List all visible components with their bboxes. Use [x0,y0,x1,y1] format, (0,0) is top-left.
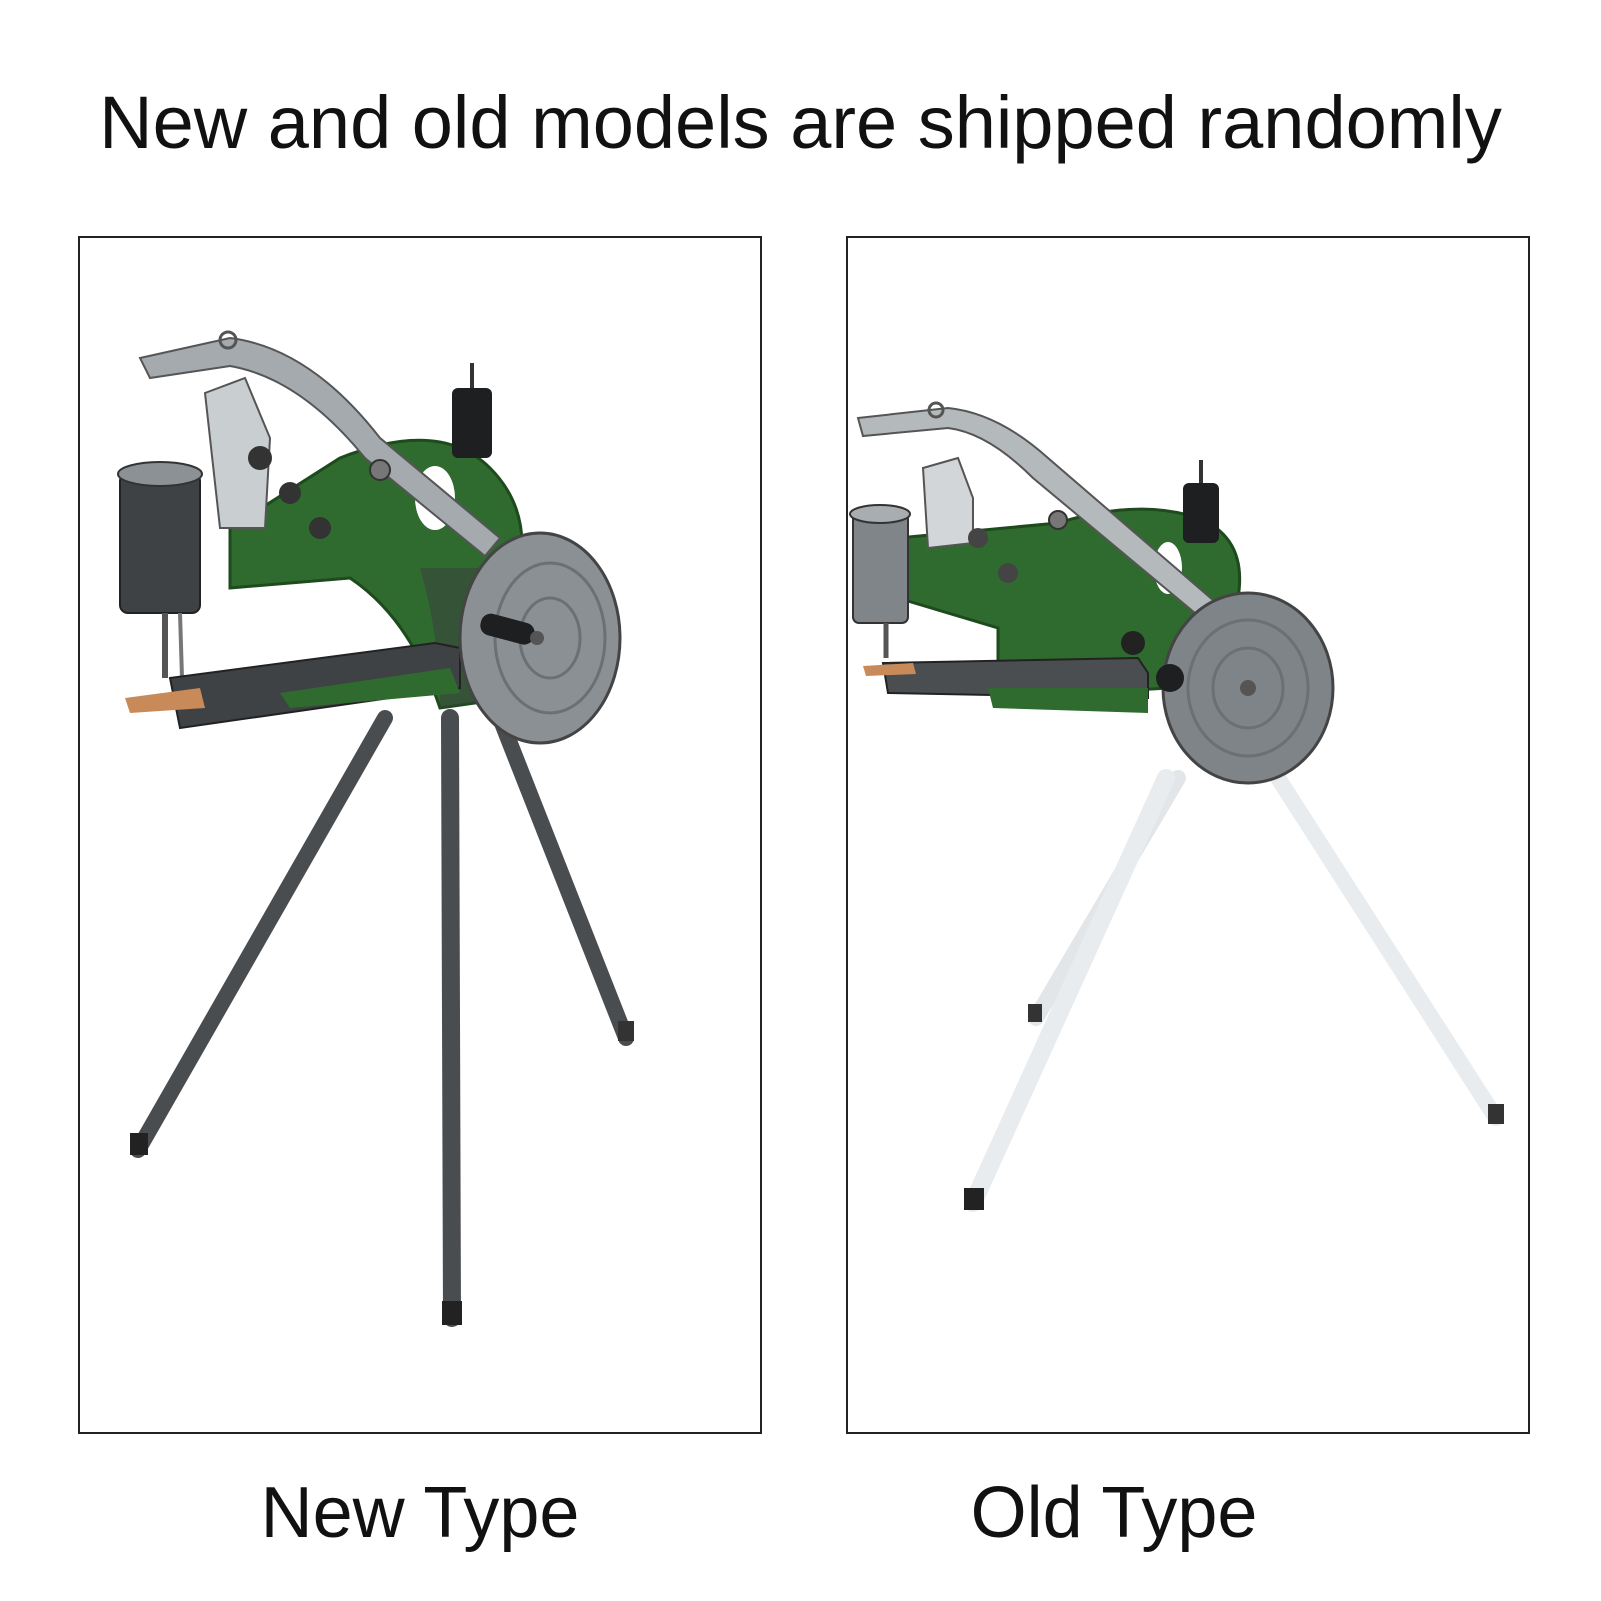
leg-left [130,710,393,1158]
old-type-photo-panel [846,236,1530,1434]
wheel-handle [480,613,535,645]
tension-plate [203,376,272,529]
wheel-handle [1156,664,1184,692]
foot-left [130,1133,148,1155]
foot-right [1488,1104,1504,1124]
leg-center [441,709,461,1327]
thread-spool [452,388,492,458]
foot-front-left [964,1188,984,1210]
foot-right [618,1021,634,1041]
old-type-machine-illustration [849,401,1504,1212]
bed-arm [168,641,461,730]
new-type-machine-illustration [117,330,634,1327]
lever-arm [138,336,502,558]
leg-right [1270,770,1504,1126]
thread-spool [1183,483,1219,543]
headline: New and old models are shipped randomly [99,81,1502,164]
old-type-caption: Old Type [970,1473,1258,1553]
side-knob [1121,631,1145,655]
leather-sample [863,663,916,676]
needle-head-cylinder [119,472,201,614]
leg-front-left [964,769,1175,1212]
foot-back-left [1028,1004,1042,1022]
foot-center [442,1301,462,1325]
leather-sample [125,688,205,713]
new-type-photo-panel [78,236,762,1434]
tension-plate [921,456,974,550]
new-type-caption: New Type [260,1473,580,1553]
needle-head-cylinder [852,512,909,624]
leg-right [492,710,634,1046]
